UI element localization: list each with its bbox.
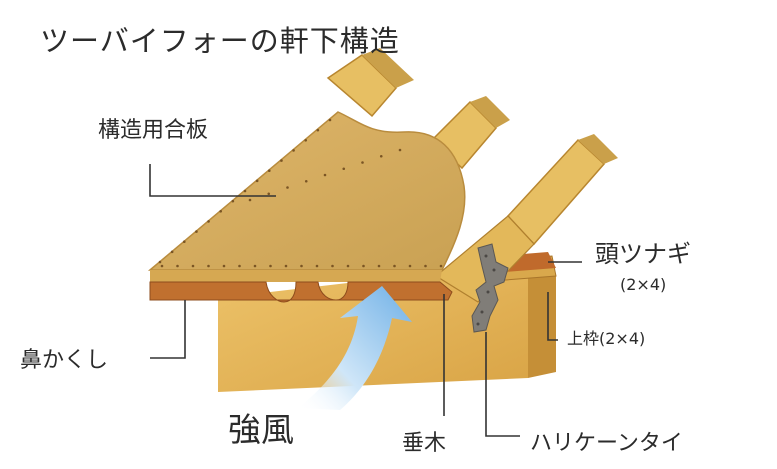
leader-plywood — [149, 164, 276, 197]
leader-tie — [485, 332, 520, 437]
nail-dot — [304, 179, 308, 183]
nail-dot — [323, 173, 327, 177]
nail-dot — [248, 198, 252, 202]
nail-dot — [331, 264, 334, 268]
nail-dot — [191, 264, 195, 268]
nail-dot — [346, 264, 350, 268]
nail-dot — [316, 128, 320, 132]
nail-dot — [243, 189, 247, 193]
nail-dot — [398, 148, 402, 152]
nail-dot — [342, 167, 346, 171]
fascia-board — [149, 281, 453, 303]
nail-dot — [267, 169, 271, 173]
nail-dot — [238, 264, 241, 268]
nail-dot — [195, 230, 198, 233]
label-wind: 強風 — [228, 410, 294, 449]
hurricane-tie-strap — [471, 243, 509, 333]
nail-dot — [160, 264, 164, 268]
rafter-top-2-side — [470, 96, 510, 128]
label-hurricane-tie: ハリケーンタイ — [530, 431, 683, 456]
rafter-top-3-side — [578, 134, 618, 164]
nail-dot — [408, 264, 412, 268]
nail-dot — [280, 159, 283, 162]
structural-plywood — [147, 111, 466, 282]
label-header-size: (2×4) — [620, 275, 667, 294]
label-header: 頭ツナギ — [595, 240, 691, 268]
nail-dots — [158, 118, 443, 268]
nail-dot — [377, 264, 381, 268]
nail-dot — [361, 161, 364, 164]
nail-dot — [269, 264, 272, 268]
label-structural-plywood: 構造用合板 — [98, 118, 209, 143]
nail-dot — [393, 264, 396, 268]
nail-dot — [176, 264, 179, 268]
nail-dot — [284, 264, 288, 268]
nail-dot — [170, 250, 174, 254]
nail-dot — [304, 138, 308, 142]
leader-lines — [149, 164, 582, 437]
wall-side — [528, 262, 556, 378]
nail-dot — [292, 149, 295, 152]
nail-dot — [255, 179, 259, 183]
nail-dot — [158, 260, 162, 264]
rafter-top-1-side — [362, 48, 414, 88]
diagram-title: ツーバイフォーの軒下構造 — [40, 24, 400, 58]
nail-dot — [379, 154, 383, 158]
nail-dot — [207, 220, 210, 223]
nail-dot — [219, 209, 223, 213]
nail-dot — [267, 192, 271, 196]
plywood-sheet — [147, 111, 466, 271]
label-top-plate: 上枠(2×4) — [567, 329, 646, 348]
leader-fascia — [150, 300, 186, 359]
nail-dot — [362, 264, 365, 268]
wind-arrow — [298, 286, 412, 410]
nail-dot — [222, 264, 226, 268]
nail-dot — [286, 186, 289, 189]
label-rafter: 垂木 — [402, 431, 447, 456]
tie-holes — [476, 254, 496, 326]
plywood-edge — [150, 270, 442, 282]
nail-dot — [253, 264, 257, 268]
nail-dot — [300, 264, 303, 268]
rafter-top-3 — [506, 138, 606, 246]
leader-top-plate — [547, 292, 558, 341]
nail-dot — [231, 199, 235, 203]
label-fascia: 鼻かくし — [20, 348, 109, 373]
nail-dot — [315, 264, 319, 268]
hurricane-tie — [471, 243, 509, 333]
nail-dot — [439, 264, 443, 268]
nail-dot — [424, 264, 427, 268]
nail-dot — [182, 240, 186, 244]
nail-dot — [328, 118, 332, 122]
nail-dot — [207, 264, 210, 268]
